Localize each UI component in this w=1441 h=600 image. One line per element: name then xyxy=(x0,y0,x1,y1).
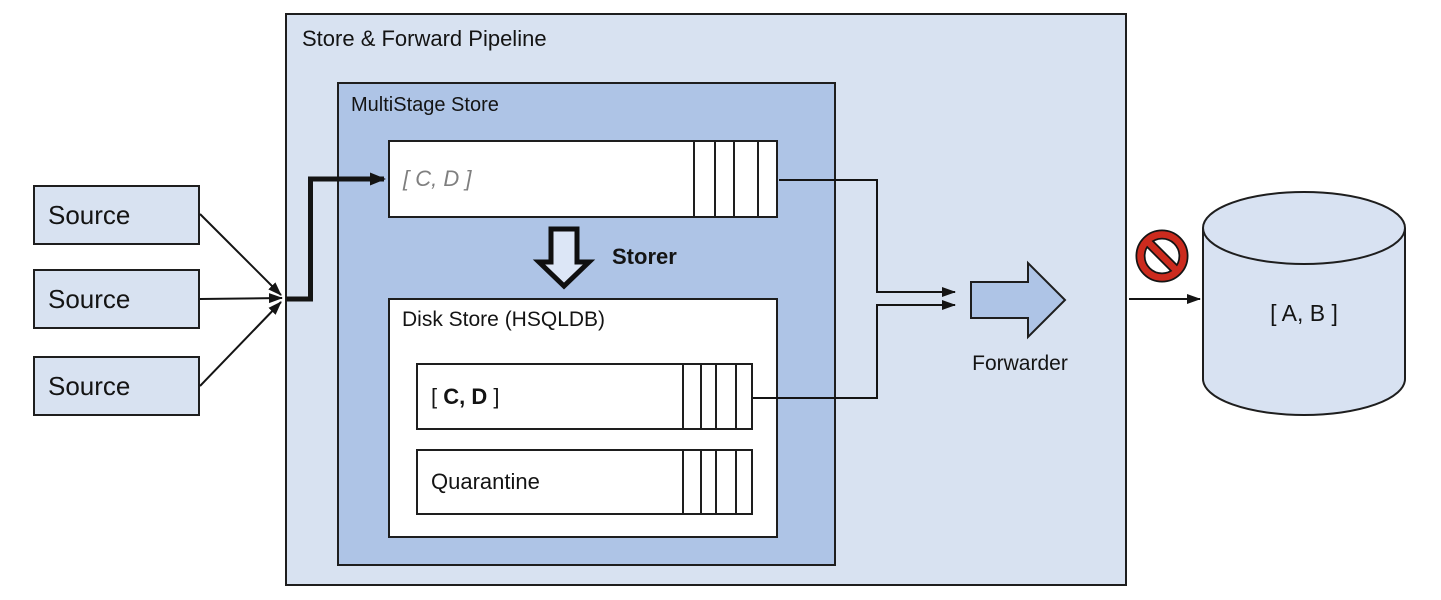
source3-arrow xyxy=(199,301,282,387)
queue-slot-divider xyxy=(715,451,717,513)
source-label: Source xyxy=(48,283,131,314)
queue-slot-divider xyxy=(714,142,716,216)
memory-queue-label: [ C, D ] xyxy=(403,166,472,191)
source1-arrow xyxy=(199,213,282,296)
queue-slot-divider xyxy=(693,142,695,216)
queue-slot-divider xyxy=(733,142,735,216)
source-box-2: Source xyxy=(33,269,200,329)
queue-slot-divider xyxy=(700,451,702,513)
prohibited-icon xyxy=(1135,229,1189,283)
source-box-1: Source xyxy=(33,185,200,245)
queue-slot-divider xyxy=(735,365,737,428)
disk-store-title: Disk Store (HSQLDB) xyxy=(402,308,606,331)
queue-slot-divider xyxy=(682,365,684,428)
quarantine-label: Quarantine xyxy=(431,469,540,494)
destination-label: [ A, B ] xyxy=(1270,300,1338,326)
pipeline-title: Store & Forward Pipeline xyxy=(302,26,547,51)
storer-label: Storer xyxy=(612,244,677,269)
memory-queue: [ C, D ] xyxy=(388,140,778,218)
forwarder-label: Forwarder xyxy=(972,352,1068,375)
queue-slot-divider xyxy=(682,451,684,513)
disk-queue-label: [ C, D ] xyxy=(431,383,500,409)
queue-slot-divider xyxy=(715,365,717,428)
queue-slot-divider xyxy=(735,451,737,513)
source-label: Source xyxy=(48,199,131,230)
source2-arrow xyxy=(199,293,283,304)
source-label: Source xyxy=(48,370,131,401)
disk-queue: [ C, D ] xyxy=(416,363,753,430)
source-box-3: Source xyxy=(33,356,200,416)
multistage-store-title: MultiStage Store xyxy=(351,94,499,116)
queue-slot-divider xyxy=(700,365,702,428)
quarantine-queue: Quarantine xyxy=(416,449,753,515)
queue-slot-divider xyxy=(757,142,759,216)
